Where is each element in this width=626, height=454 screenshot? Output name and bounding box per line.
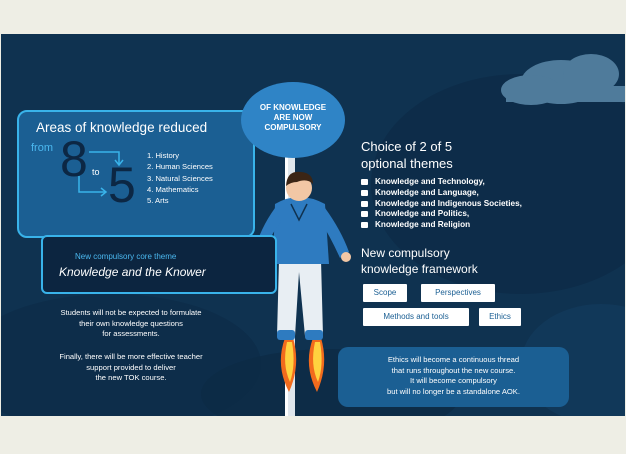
areas-from-label: from [31, 142, 53, 154]
bubble-text: OF KNOWLEDGE ARE NOW COMPULSORY [241, 103, 345, 133]
core-theme-subtitle: New compulsory core theme [75, 252, 177, 261]
core-theme-card: New compulsory core theme Knowledge and … [41, 235, 277, 294]
note-line: support provided to deliver [86, 362, 176, 372]
title-line: New compulsory [361, 246, 450, 260]
ethics-note-card: Ethics will become a continuous thread t… [338, 347, 569, 407]
students-note: Students will not be expected to formula… [21, 308, 241, 340]
list-item: 5. Arts [147, 196, 169, 206]
note-line: that runs throughout the new course. [391, 365, 516, 375]
list-item: Knowledge and Technology, [361, 177, 522, 188]
title-line: optional themes [361, 156, 453, 171]
checkbox-icon [361, 189, 368, 196]
note-line: the new TOK course. [95, 373, 167, 382]
areas-to-number: 5 [108, 157, 136, 213]
theme-label: Knowledge and Politics, [375, 209, 470, 219]
bubble-line: OF KNOWLEDGE [259, 103, 327, 112]
list-item: 1. History [147, 151, 180, 160]
list-item: Knowledge and Politics, [361, 209, 522, 220]
checkbox-icon [361, 222, 368, 229]
note-line: but will no longer be a standalone AOK. [387, 386, 520, 396]
theme-label: Knowledge and Technology, [375, 177, 485, 186]
checkbox-icon [361, 179, 368, 185]
checkbox-icon [361, 211, 368, 218]
flame-icon [280, 338, 325, 392]
ethics-note-text: Ethics will become a continuous thread t… [338, 355, 569, 397]
areas-list: 1. History 2. Human Sciences 3. Natural … [147, 150, 213, 206]
note-line: It will become compulsory [410, 376, 497, 386]
compulsory-bubble: OF KNOWLEDGE ARE NOW COMPULSORY [241, 82, 345, 158]
checkbox-icon [361, 200, 368, 207]
list-item: 4. Mathematics [147, 184, 199, 194]
optional-themes-title: Choice of 2 of 5 optional themes [361, 138, 453, 172]
note-line: Students will not be expected to formula… [60, 308, 202, 317]
title-line: knowledge framework [361, 262, 478, 276]
note-line: their own knowledge questions [79, 318, 183, 328]
title-line: Choice of 2 of 5 [361, 139, 453, 154]
theme-label: Knowledge and Language, [375, 187, 479, 197]
perspectives-pill: Perspectives [421, 284, 495, 302]
framework-title: New compulsory knowledge framework [361, 245, 478, 277]
teacher-note: Finally, there will be more effective te… [21, 352, 241, 384]
bubble-line: ARE NOW [273, 113, 313, 122]
ethics-pill: Ethics [479, 308, 521, 326]
note-line: for assessments. [102, 329, 160, 338]
areas-of-knowledge-card: Areas of knowledge reduced from 8 to 5 1… [17, 110, 255, 238]
list-item: Knowledge and Indigenous Societies, [361, 199, 522, 210]
theme-label: Knowledge and Indigenous Societies, [375, 198, 522, 208]
areas-title: Areas of knowledge reduced [36, 120, 208, 135]
theme-label: Knowledge and Religion [375, 220, 471, 230]
areas-from-number: 8 [60, 131, 88, 187]
list-item: Knowledge and Language, [361, 188, 522, 199]
list-item: Knowledge and Religion [361, 220, 522, 231]
infographic: Areas of knowledge reduced from 8 to 5 1… [1, 34, 625, 416]
scope-pill: Scope [363, 284, 407, 302]
cloud-icon [501, 54, 625, 105]
bubble-line: COMPULSORY [264, 123, 322, 132]
methods-and-tools-pill: Methods and tools [363, 308, 469, 326]
arrow-icon [78, 151, 124, 197]
list-item: 2. Human Sciences [147, 162, 213, 172]
list-item: 3. Natural Sciences [147, 173, 213, 183]
note-line: Ethics will become a continuous thread [387, 355, 520, 364]
areas-to-label: to [92, 167, 100, 177]
core-theme-title: Knowledge and the Knower [59, 265, 206, 279]
optional-themes-list: Knowledge and Technology, Knowledge and … [361, 177, 522, 231]
note-line: Finally, there will be more effective te… [59, 352, 203, 361]
